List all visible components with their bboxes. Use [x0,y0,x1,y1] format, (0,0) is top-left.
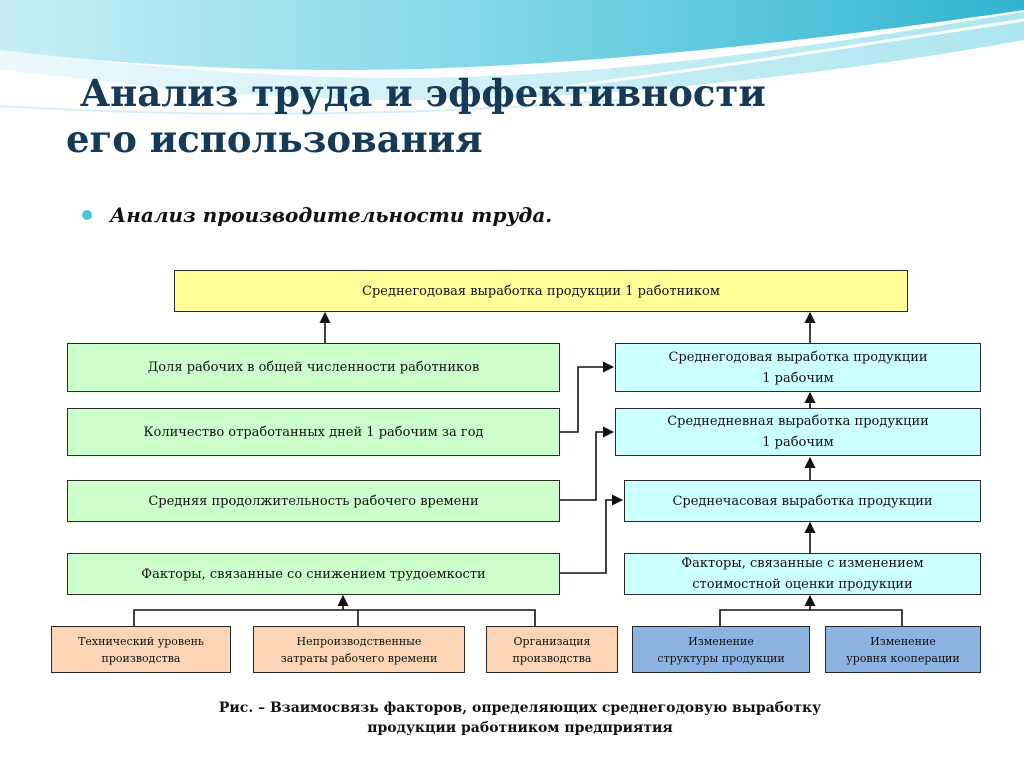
bullet-item: Анализ производительности труда. [82,203,552,227]
bracket-right-bottom [719,609,903,626]
box-unproductive-time: Непроизводственные затраты рабочего врем… [253,626,465,673]
box-working-time: Средняя продолжительность рабочего време… [67,480,560,522]
arrow-days-to-annual [560,361,615,433]
box-daily-output: Среднедневная выработка продукции 1 рабо… [615,408,981,456]
box-cooperation-level-change: Изменение уровня кооперации [825,626,981,673]
box-cost-valuation-factors: Факторы, связанные с изменением стоимост… [624,553,981,595]
box-production-organization: Организация производства [486,626,618,673]
bullet-dot-icon [82,210,92,220]
box-hourly-output: Среднечасовая выработка продукции [624,480,981,522]
box-worker-share: Доля рабочих в общей численности работни… [67,343,560,392]
box-labor-intensity-factors: Факторы, связанные со снижением трудоемк… [67,553,560,595]
box-annual-output-per-employee: Среднегодовая выработка продукции 1 рабо… [174,270,908,312]
box-annual-output-per-worker: Среднегодовая выработка продукции 1 рабо… [615,343,981,392]
box-days-worked: Количество отработанных дней 1 рабочим з… [67,408,560,456]
slide-title: Анализ труда и эффективности его использ… [66,71,766,161]
arrow-duration-to-daily [560,426,615,501]
arrow-labor-to-hourly [560,494,624,574]
background-wave-decoration [0,0,1024,115]
bullet-text: Анализ производительности труда. [110,203,553,227]
box-product-structure-change: Изменение структуры продукции [632,626,810,673]
box-technical-level: Технический уровень производства [51,626,231,673]
bracket-left-bottom [133,609,536,626]
figure-caption: Рис. – Взаимосвязь факторов, определяющи… [218,700,822,736]
